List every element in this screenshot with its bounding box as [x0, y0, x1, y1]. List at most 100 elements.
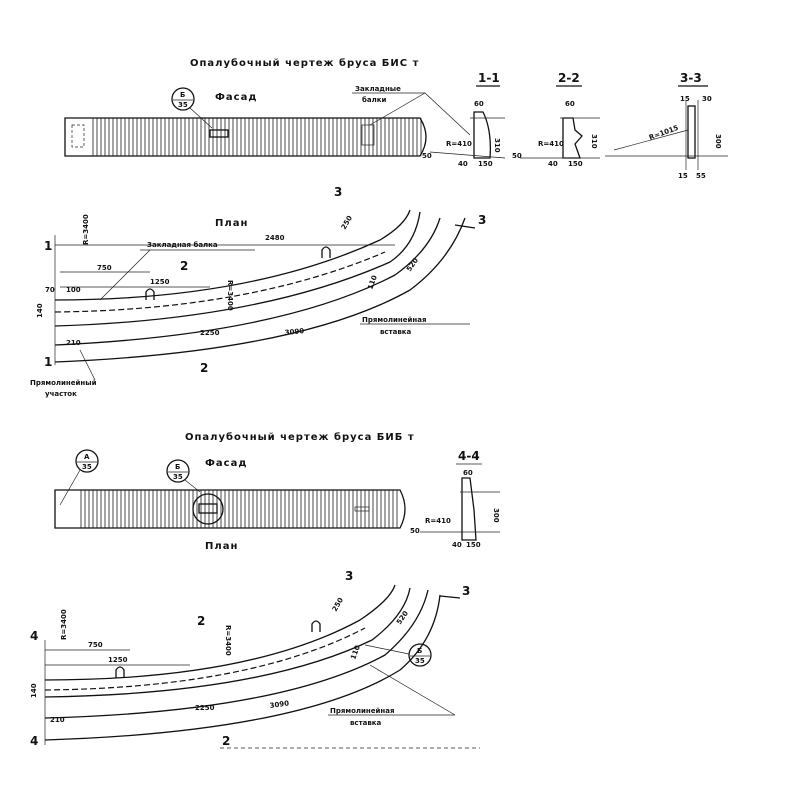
callout-a-bottom: А 35	[59, 449, 99, 506]
svg-text:участок: участок	[45, 390, 77, 398]
svg-text:60: 60	[463, 469, 473, 477]
svg-text:35: 35	[173, 473, 183, 481]
svg-text:50: 50	[410, 527, 420, 535]
svg-text:15: 15	[678, 172, 688, 180]
svg-text:R=1015: R=1015	[648, 124, 680, 142]
cut-3-left-b: 3	[345, 569, 353, 583]
svg-text:2250: 2250	[200, 329, 220, 337]
cut-3-right: 3	[478, 213, 486, 227]
svg-text:1250: 1250	[150, 278, 170, 286]
svg-text:2-2: 2-2	[558, 71, 580, 85]
svg-text:3090: 3090	[284, 327, 304, 337]
top-title: Опалубочный чертеж бруса БИС т	[190, 57, 419, 69]
svg-text:R=3400: R=3400	[82, 214, 90, 245]
svg-text:2250: 2250	[195, 704, 215, 712]
svg-text:140: 140	[30, 683, 38, 698]
svg-text:50: 50	[422, 152, 432, 160]
cut-2-bottom-b: 2	[222, 734, 230, 748]
top-facade-label: Фасад	[215, 92, 257, 103]
svg-text:Б: Б	[175, 463, 180, 471]
svg-text:210: 210	[50, 716, 65, 724]
callout-b-bottom: Б 35	[166, 459, 201, 493]
svg-text:310: 310	[590, 134, 598, 149]
embedded-label-1: Закладные	[355, 85, 401, 93]
svg-text:250: 250	[331, 596, 345, 613]
cut-4-bottom: 4	[30, 734, 38, 748]
svg-text:40: 40	[452, 541, 462, 549]
top-drawing: Опалубочный чертеж бруса БИС т Фасад Б 3…	[30, 57, 728, 398]
svg-text:Прямолинейная: Прямолинейная	[362, 316, 426, 324]
svg-text:150: 150	[466, 541, 481, 549]
svg-text:210: 210	[66, 339, 81, 347]
svg-text:Прямолинейная: Прямолинейная	[330, 707, 394, 715]
bottom-facade-label: Фасад	[205, 458, 247, 469]
svg-text:110: 110	[366, 274, 379, 291]
cut-2-bottom: 2	[200, 361, 208, 375]
svg-text:План: План	[205, 541, 238, 552]
svg-text:35: 35	[178, 101, 188, 109]
svg-text:35: 35	[82, 463, 92, 471]
cut-2-top: 2	[180, 259, 188, 273]
svg-text:150: 150	[478, 160, 493, 168]
cut-1-bottom: 1	[44, 355, 52, 369]
cut-3-right-b: 3	[462, 584, 470, 598]
cut-4-top: 4	[30, 629, 38, 643]
svg-text:Б: Б	[180, 91, 185, 99]
svg-text:310: 310	[493, 138, 501, 153]
svg-text:250: 250	[340, 214, 354, 231]
section-3-3: 3-3 15 30 300 R=1015 15 55	[605, 71, 728, 180]
section-4-4: 4-4 60 300 R=410 50 40 150	[410, 449, 500, 549]
svg-text:3090: 3090	[269, 699, 290, 710]
svg-text:вставка: вставка	[380, 328, 412, 336]
top-facade	[64, 117, 427, 157]
svg-text:520: 520	[405, 256, 420, 273]
svg-text:R=410: R=410	[425, 517, 451, 525]
svg-text:60: 60	[474, 100, 484, 108]
section-1-1: 1-1 60 310 R=410 50 40 150	[422, 71, 506, 168]
svg-text:50: 50	[512, 152, 522, 160]
svg-text:40: 40	[548, 160, 558, 168]
svg-text:Б: Б	[417, 647, 422, 655]
svg-text:30: 30	[702, 95, 712, 103]
svg-text:750: 750	[88, 641, 103, 649]
embedded-label-2: балки	[362, 96, 386, 104]
svg-text:110: 110	[349, 644, 362, 661]
callout-b-plan: Б 35	[364, 643, 432, 667]
svg-text:Закладная балка: Закладная балка	[147, 241, 218, 249]
svg-text:35: 35	[415, 657, 425, 665]
svg-text:вставка: вставка	[350, 719, 382, 727]
svg-text:R=410: R=410	[538, 140, 564, 148]
bottom-title: Опалубочный чертеж бруса БИБ т	[185, 431, 415, 443]
svg-text:Прямолинейный: Прямолинейный	[30, 379, 97, 387]
svg-text:R=3400: R=3400	[226, 280, 234, 311]
svg-text:4-4: 4-4	[458, 449, 480, 463]
cut-3-left: 3	[334, 185, 342, 199]
svg-text:40: 40	[458, 160, 468, 168]
bottom-facade	[54, 489, 406, 529]
svg-text:60: 60	[565, 100, 575, 108]
svg-text:R=3400: R=3400	[224, 625, 232, 656]
bottom-drawing: Опалубочный чертеж бруса БИБ т Фасад А 3…	[30, 431, 500, 749]
section-2-2: 2-2 60 310 R=410 50 40 150	[512, 71, 600, 168]
svg-text:R=410: R=410	[446, 140, 472, 148]
cut-2-top-b: 2	[197, 614, 205, 628]
svg-text:300: 300	[714, 134, 722, 149]
top-plan: План 2480 Закладная балка 750 1250 70 10…	[30, 185, 486, 398]
svg-text:1250: 1250	[108, 656, 128, 664]
svg-text:3-3: 3-3	[680, 71, 702, 85]
svg-text:R=3400: R=3400	[60, 609, 68, 640]
svg-text:А: А	[84, 453, 90, 461]
svg-text:750: 750	[97, 264, 112, 272]
svg-text:55: 55	[696, 172, 706, 180]
svg-text:70: 70	[45, 286, 55, 294]
svg-text:300: 300	[492, 508, 500, 523]
svg-text:1-1: 1-1	[478, 71, 500, 85]
svg-text:2480: 2480	[265, 234, 285, 242]
svg-text:150: 150	[568, 160, 583, 168]
svg-text:520: 520	[395, 609, 410, 626]
svg-text:15: 15	[680, 95, 690, 103]
cut-1-top: 1	[44, 239, 52, 253]
svg-text:140: 140	[36, 303, 44, 318]
bottom-plan: План 750 1250 140 210 2250 3090 520 110 …	[30, 541, 480, 749]
